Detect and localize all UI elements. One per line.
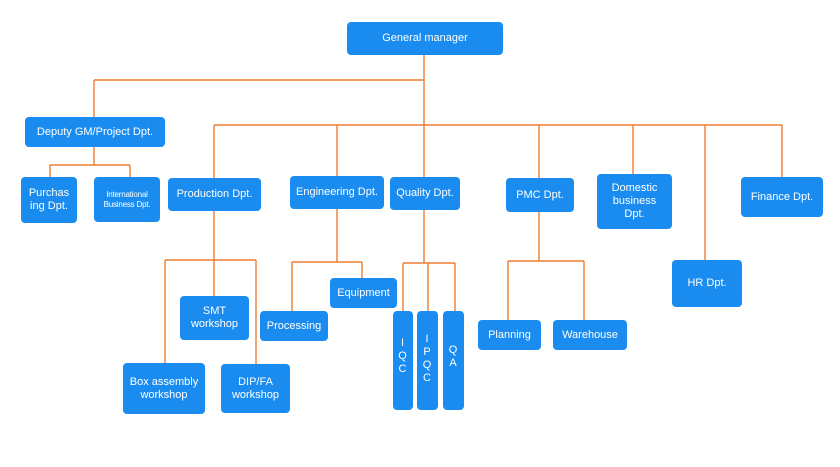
node-finance[interactable]: Finance Dpt. bbox=[741, 177, 823, 217]
node-general-manager[interactable]: General manager bbox=[347, 22, 503, 55]
node-qa[interactable]: Q A bbox=[443, 311, 464, 410]
node-ipqc[interactable]: I P Q C bbox=[417, 311, 438, 410]
node-domestic-business[interactable]: Domestic business Dpt. bbox=[597, 174, 672, 229]
node-pmc[interactable]: PMC Dpt. bbox=[506, 178, 574, 212]
node-box-assembly-workshop[interactable]: Box assembly workshop bbox=[123, 363, 205, 414]
node-purchasing[interactable]: Purchas ing Dpt. bbox=[21, 177, 77, 223]
node-dip-fa-workshop[interactable]: DIP/FA workshop bbox=[221, 364, 290, 413]
node-iqc[interactable]: I Q C bbox=[393, 311, 413, 410]
node-production[interactable]: Production Dpt. bbox=[168, 178, 261, 211]
node-processing[interactable]: Processing bbox=[260, 311, 328, 341]
node-equipment[interactable]: Equipment bbox=[330, 278, 397, 308]
node-hr[interactable]: HR Dpt. bbox=[672, 260, 742, 307]
node-smt-workshop[interactable]: SMT workshop bbox=[180, 296, 249, 340]
node-planning[interactable]: Planning bbox=[478, 320, 541, 350]
node-international-business[interactable]: International Business Dpt. bbox=[94, 177, 160, 222]
node-quality[interactable]: Quality Dpt. bbox=[390, 177, 460, 210]
node-engineering[interactable]: Engineering Dpt. bbox=[290, 176, 384, 209]
node-deputy-gm-project[interactable]: Deputy GM/Project Dpt. bbox=[25, 117, 165, 147]
node-warehouse[interactable]: Warehouse bbox=[553, 320, 627, 350]
